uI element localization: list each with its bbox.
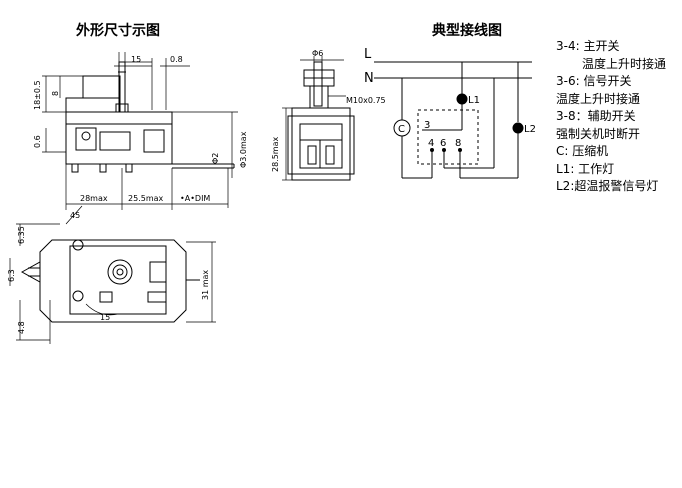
- terminal-6: 6: [440, 138, 446, 149]
- dim-6-3: 6.3: [7, 269, 16, 282]
- legend-item: 温度上升时接通: [582, 56, 667, 71]
- terminal-8: 8: [455, 138, 461, 149]
- dim-phi-6: Φ6: [312, 49, 323, 58]
- dim-25-5: 25.5max: [128, 194, 164, 203]
- dim-phi-3: Φ3.0max: [239, 131, 248, 168]
- terminal-3: 3: [424, 120, 430, 131]
- top-view-dimension-lines: [9, 205, 216, 344]
- wiring-legend: 3-4: 主开关 温度上升时接通 3-6: 信号开关 温度上升时接通 3-8：辅…: [556, 38, 666, 196]
- dim-31: 31 max: [201, 270, 210, 300]
- wiring-diagram-title: 典型接线图: [432, 23, 502, 39]
- dim-18: 18±0.5: [33, 80, 42, 110]
- top-view: [20, 239, 200, 323]
- dim-6-35: 6.35: [17, 226, 26, 244]
- legend-item: L1: 工作灯: [556, 161, 615, 176]
- dim-a: •A•DIM: [180, 194, 210, 203]
- dim-28-5: 28.5max: [271, 136, 280, 172]
- legend-item: 温度上升时接通: [556, 91, 641, 106]
- legend-item: 3-6: 信号开关: [556, 74, 632, 88]
- line-l-label: L: [364, 47, 372, 62]
- legend-item: L2:超温报警信号灯: [556, 179, 659, 193]
- front-view: [287, 61, 355, 181]
- dim-4-8: 4.8: [17, 321, 26, 334]
- line-n-label: N: [364, 71, 374, 86]
- legend-item: 强制关机时断开: [556, 126, 641, 141]
- dimension-drawing-title: 外形尺寸示图: [76, 23, 160, 39]
- dim-m10: M10x0.75: [346, 96, 386, 105]
- dim-45: 45: [70, 211, 80, 220]
- dim-8: 8: [51, 91, 60, 96]
- dim-phi-2: Φ2: [211, 153, 220, 164]
- legend-item: 3-4: 主开关: [556, 39, 620, 53]
- lamp-l2-label: L2: [524, 124, 536, 135]
- dim-15: 15: [131, 55, 141, 64]
- dim-0-8: 0.8: [170, 55, 183, 64]
- wiring-diagram: [374, 61, 532, 179]
- legend-item: C: 压缩机: [556, 144, 609, 158]
- side-view-dimension-lines: [42, 52, 238, 210]
- dim-15b: 15: [100, 313, 110, 322]
- lamp-l1-label: L1: [468, 95, 480, 106]
- dim-0-6: 0.6: [33, 135, 42, 148]
- legend-item: 3-8：辅助开关: [556, 109, 636, 123]
- terminal-4: 4: [428, 138, 434, 149]
- compressor-label: C: [398, 124, 405, 135]
- side-view: [65, 61, 235, 173]
- front-view-dimension-lines: [282, 56, 346, 181]
- dim-28: 28max: [80, 194, 108, 203]
